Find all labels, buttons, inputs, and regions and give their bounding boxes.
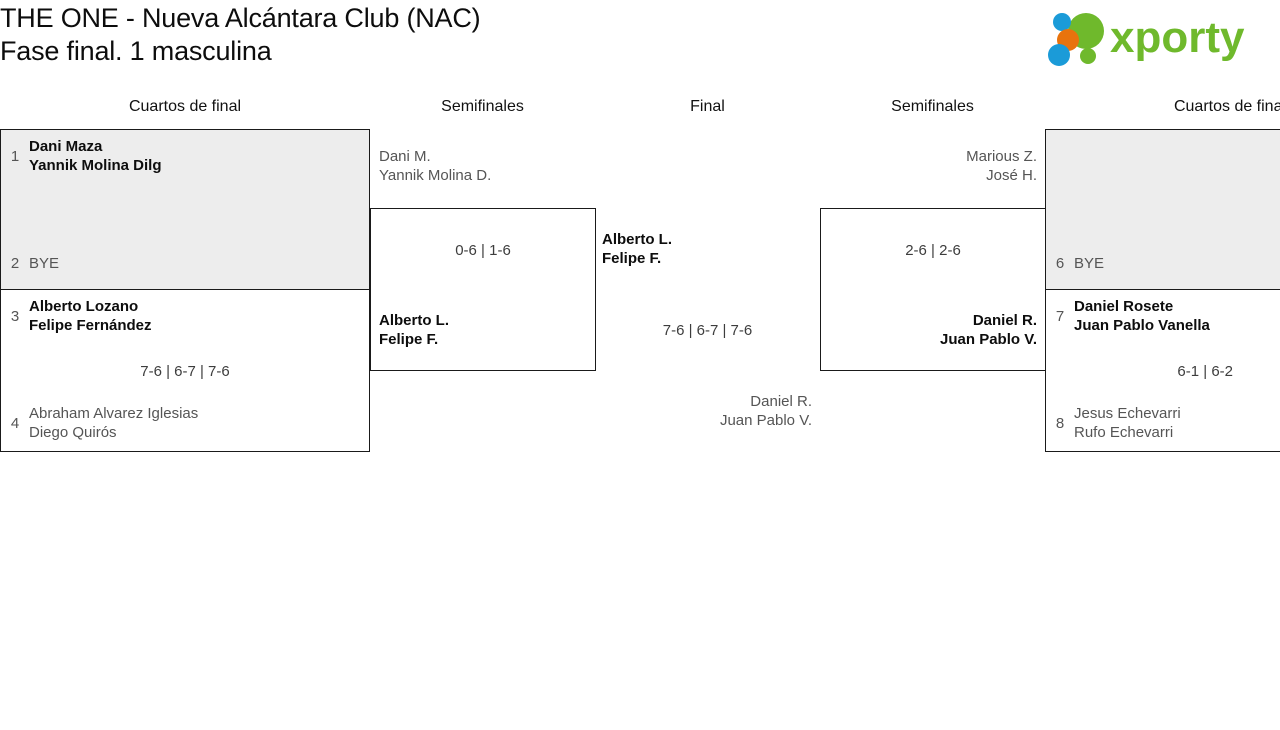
match-qf3[interactable]: 5 Marious Zelba José Huertas 6 BYE	[1045, 129, 1280, 290]
match-entry[interactable]: 8 Jesus Echevarri Rufo Echevarri	[1054, 404, 1181, 442]
match-sf-left[interactable]: Dani M. Yannik Molina D. 0-6 | 1-6 Alber…	[370, 148, 596, 371]
player-names: Dani Maza Yannik Molina Dilg	[29, 137, 162, 175]
column-header-qf-left: Cuartos de final	[128, 98, 242, 115]
seed-number: 6	[1055, 255, 1065, 272]
player-name: Felipe Fernández	[29, 317, 152, 334]
player-name: Daniel R.	[972, 312, 1037, 329]
player-name: Dani Maza	[29, 138, 103, 155]
seed-number: 8	[1055, 415, 1065, 432]
player-name: Felipe F.	[602, 250, 662, 267]
seed-number: 2	[10, 255, 20, 272]
player-name: Yannik Molina Dilg	[29, 157, 162, 174]
match-score: 0-6 | 1-6	[455, 242, 511, 259]
player-name: Juan Pablo V.	[719, 412, 812, 429]
tournament-phase: Fase final. 1 masculina	[0, 36, 272, 66]
seed-number: 1	[10, 148, 20, 165]
player-name: Marious Z.	[966, 148, 1037, 165]
player-name: Diego Quirós	[29, 424, 117, 441]
match-score: 6-1 | 6-2	[1177, 363, 1233, 380]
match-entry[interactable]: 1 Dani Maza Yannik Molina Dilg	[9, 137, 162, 175]
match-entry[interactable]: Alberto L. Felipe F.	[379, 311, 449, 349]
player-names: Daniel Rosete Juan Pablo Vanella	[1074, 297, 1210, 335]
column-header-qf-right: Cuartos de final	[1173, 98, 1280, 115]
player-name: Rufo Echevarri	[1074, 424, 1174, 441]
match-score: 7-6 | 6-7 | 7-6	[140, 363, 230, 380]
player-name: Alberto L.	[602, 231, 672, 248]
logo-wordmark: xporty	[1110, 13, 1245, 62]
match-qf2[interactable]: 3 Alberto Lozano Felipe Fernández 7-6 | …	[0, 289, 370, 452]
player-name: Yannik Molina D.	[379, 167, 492, 184]
match-entry[interactable]: Marious Z. José H.	[966, 147, 1037, 185]
player-names: Dani M. Yannik Molina D.	[379, 147, 491, 185]
player-names: BYE	[29, 254, 59, 273]
player-name: Dani M.	[379, 148, 431, 165]
page-title: THE ONE - Nueva Alcántara Club (NAC) Fas…	[0, 2, 1000, 68]
match-entry[interactable]: 2 BYE	[9, 254, 59, 273]
match-entry[interactable]: 4 Abraham Alvarez Iglesias Diego Quirós	[9, 404, 198, 442]
player-names: Marious Z. José H.	[966, 147, 1037, 185]
player-names: Alberto L. Felipe F.	[379, 311, 449, 349]
player-name: Abraham Alvarez Iglesias	[29, 405, 199, 422]
player-name: Alberto Lozano	[29, 298, 139, 315]
match-sf-right[interactable]: Marious Z. José H. 2-6 | 2-6 Daniel R. J…	[820, 148, 1046, 371]
player-name: Alberto L.	[379, 312, 449, 329]
tournament-name: THE ONE - Nueva Alcántara Club (NAC)	[0, 3, 481, 33]
match-entry[interactable]: Dani M. Yannik Molina D.	[379, 147, 491, 185]
player-name: BYE	[29, 255, 60, 272]
player-name: Daniel Rosete	[1074, 298, 1174, 315]
match-score: 2-6 | 2-6	[905, 242, 961, 259]
player-name: José H.	[986, 167, 1037, 184]
player-name: Daniel R.	[750, 393, 812, 410]
xporty-logo[interactable]: xporty	[1048, 6, 1276, 66]
match-entry-final-loser[interactable]: Daniel R. Juan Pablo V.	[720, 392, 812, 430]
seed-number: 3	[10, 308, 20, 325]
player-name: BYE	[1074, 255, 1105, 272]
column-header-final: Final	[690, 98, 725, 115]
match-score-final: 7-6 | 6-7 | 7-6	[662, 322, 753, 339]
column-header-sf-right: Semifinales	[891, 98, 974, 115]
seed-number: 4	[10, 415, 20, 432]
match-entry[interactable]: 5 Marious Zelba José Huertas	[1054, 137, 1280, 175]
player-name: Juan Pablo V.	[940, 331, 1037, 348]
match-entry[interactable]: 3 Alberto Lozano Felipe Fernández	[9, 297, 152, 335]
logo-dots-icon	[1048, 13, 1104, 66]
match-qf1[interactable]: 1 Dani Maza Yannik Molina Dilg 2 BYE	[0, 129, 370, 290]
player-names: Jesus Echevarri Rufo Echevarri	[1074, 404, 1181, 442]
match-entry[interactable]: Daniel R. Juan Pablo V.	[940, 311, 1037, 349]
match-entry[interactable]: 7 Daniel Rosete Juan Pablo Vanella	[1054, 297, 1210, 335]
player-names: BYE	[1074, 254, 1104, 273]
player-name: Jesus Echevarri	[1074, 405, 1181, 422]
player-names: Abraham Alvarez Iglesias Diego Quirós	[29, 404, 198, 442]
seed-number: 7	[1055, 308, 1065, 325]
player-name: Juan Pablo Vanella	[1074, 317, 1210, 334]
player-names: Daniel R. Juan Pablo V.	[940, 311, 1037, 349]
match-entry[interactable]: 6 BYE	[1054, 254, 1104, 273]
match-entry-final-winner[interactable]: Alberto L. Felipe F.	[602, 230, 672, 268]
match-qf4[interactable]: 7 Daniel Rosete Juan Pablo Vanella 6-1 |…	[1045, 289, 1280, 452]
player-names: Alberto Lozano Felipe Fernández	[29, 297, 152, 335]
player-name: Felipe F.	[379, 331, 439, 348]
column-header-sf-left: Semifinales	[441, 98, 524, 115]
